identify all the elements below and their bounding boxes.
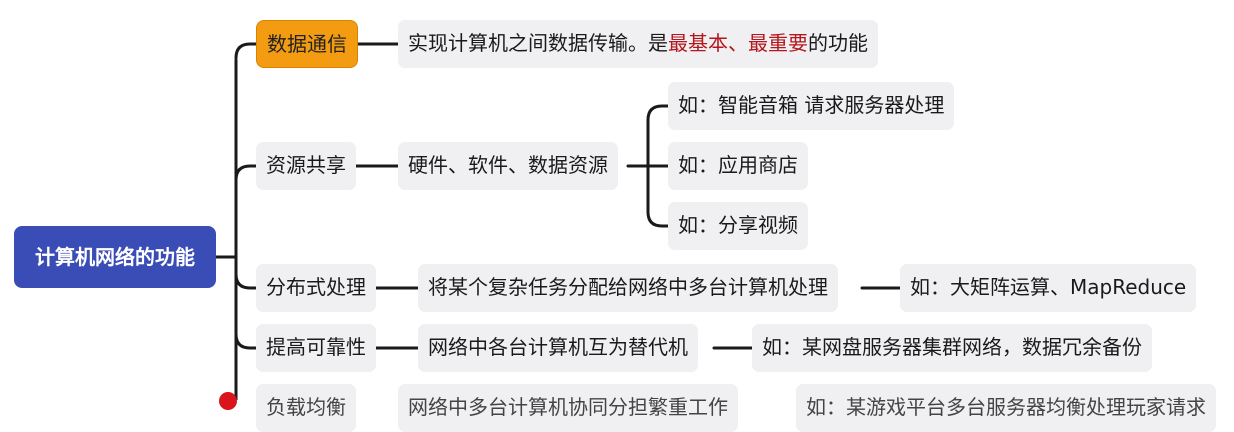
example-text: 如：大矩阵运算、MapReduce xyxy=(910,275,1187,299)
example-text: 如：应用商店 xyxy=(678,153,798,177)
example-text: 如：某游戏平台多台服务器均衡处理玩家请求 xyxy=(806,395,1206,419)
resource-example-1: 如：智能音箱 请求服务器处理 xyxy=(668,82,955,130)
branch-reliability: 提高可靠性 xyxy=(256,324,376,372)
cursor-dot xyxy=(219,392,237,410)
data-communication-desc: 实现计算机之间数据传输。是最基本、最重要的功能 xyxy=(398,20,878,68)
branch-resource-sharing: 资源共享 xyxy=(256,142,356,190)
desc-text: 网络中多台计算机协同分担繁重工作 xyxy=(408,395,728,419)
root-label: 计算机网络的功能 xyxy=(35,245,195,269)
desc-text: 实现计算机之间数据传输。是 xyxy=(408,31,668,55)
reliability-desc: 网络中各台计算机互为替代机 xyxy=(418,324,698,372)
distributed-processing-desc: 将某个复杂任务分配给网络中多台计算机处理 xyxy=(418,264,838,312)
branch-label: 资源共享 xyxy=(266,153,346,177)
branch-distributed-processing: 分布式处理 xyxy=(256,264,376,312)
branch-label: 数据通信 xyxy=(267,32,347,56)
connector-lines xyxy=(214,42,902,400)
example-text: 如：某网盘服务器集群网络，数据冗余备份 xyxy=(762,335,1142,359)
root-node: 计算机网络的功能 xyxy=(14,226,216,288)
reliability-example: 如：某网盘服务器集群网络，数据冗余备份 xyxy=(752,324,1152,372)
desc-emphasis: 最基本、最重要 xyxy=(668,31,808,55)
desc-text: 网络中各台计算机互为替代机 xyxy=(428,335,688,359)
branch-load-balancing: 负载均衡 xyxy=(256,384,356,432)
desc-text: 硬件、软件、数据资源 xyxy=(408,153,608,177)
resource-example-3: 如：分享视频 xyxy=(668,202,808,250)
branch-label: 提高可靠性 xyxy=(266,335,366,359)
distributed-processing-example: 如：大矩阵运算、MapReduce xyxy=(900,264,1197,312)
branch-label: 分布式处理 xyxy=(266,275,366,299)
load-balancing-example: 如：某游戏平台多台服务器均衡处理玩家请求 xyxy=(796,384,1216,432)
branch-label: 负载均衡 xyxy=(266,395,346,419)
resource-sharing-desc: 硬件、软件、数据资源 xyxy=(398,142,618,190)
load-balancing-desc: 网络中多台计算机协同分担繁重工作 xyxy=(398,384,738,432)
branch-data-communication: 数据通信 xyxy=(256,20,358,68)
desc-text: 将某个复杂任务分配给网络中多台计算机处理 xyxy=(428,275,828,299)
resource-example-2: 如：应用商店 xyxy=(668,142,808,190)
example-text: 如：分享视频 xyxy=(678,213,798,237)
example-text: 如：智能音箱 请求服务器处理 xyxy=(678,93,945,117)
desc-text-end: 的功能 xyxy=(808,31,868,55)
